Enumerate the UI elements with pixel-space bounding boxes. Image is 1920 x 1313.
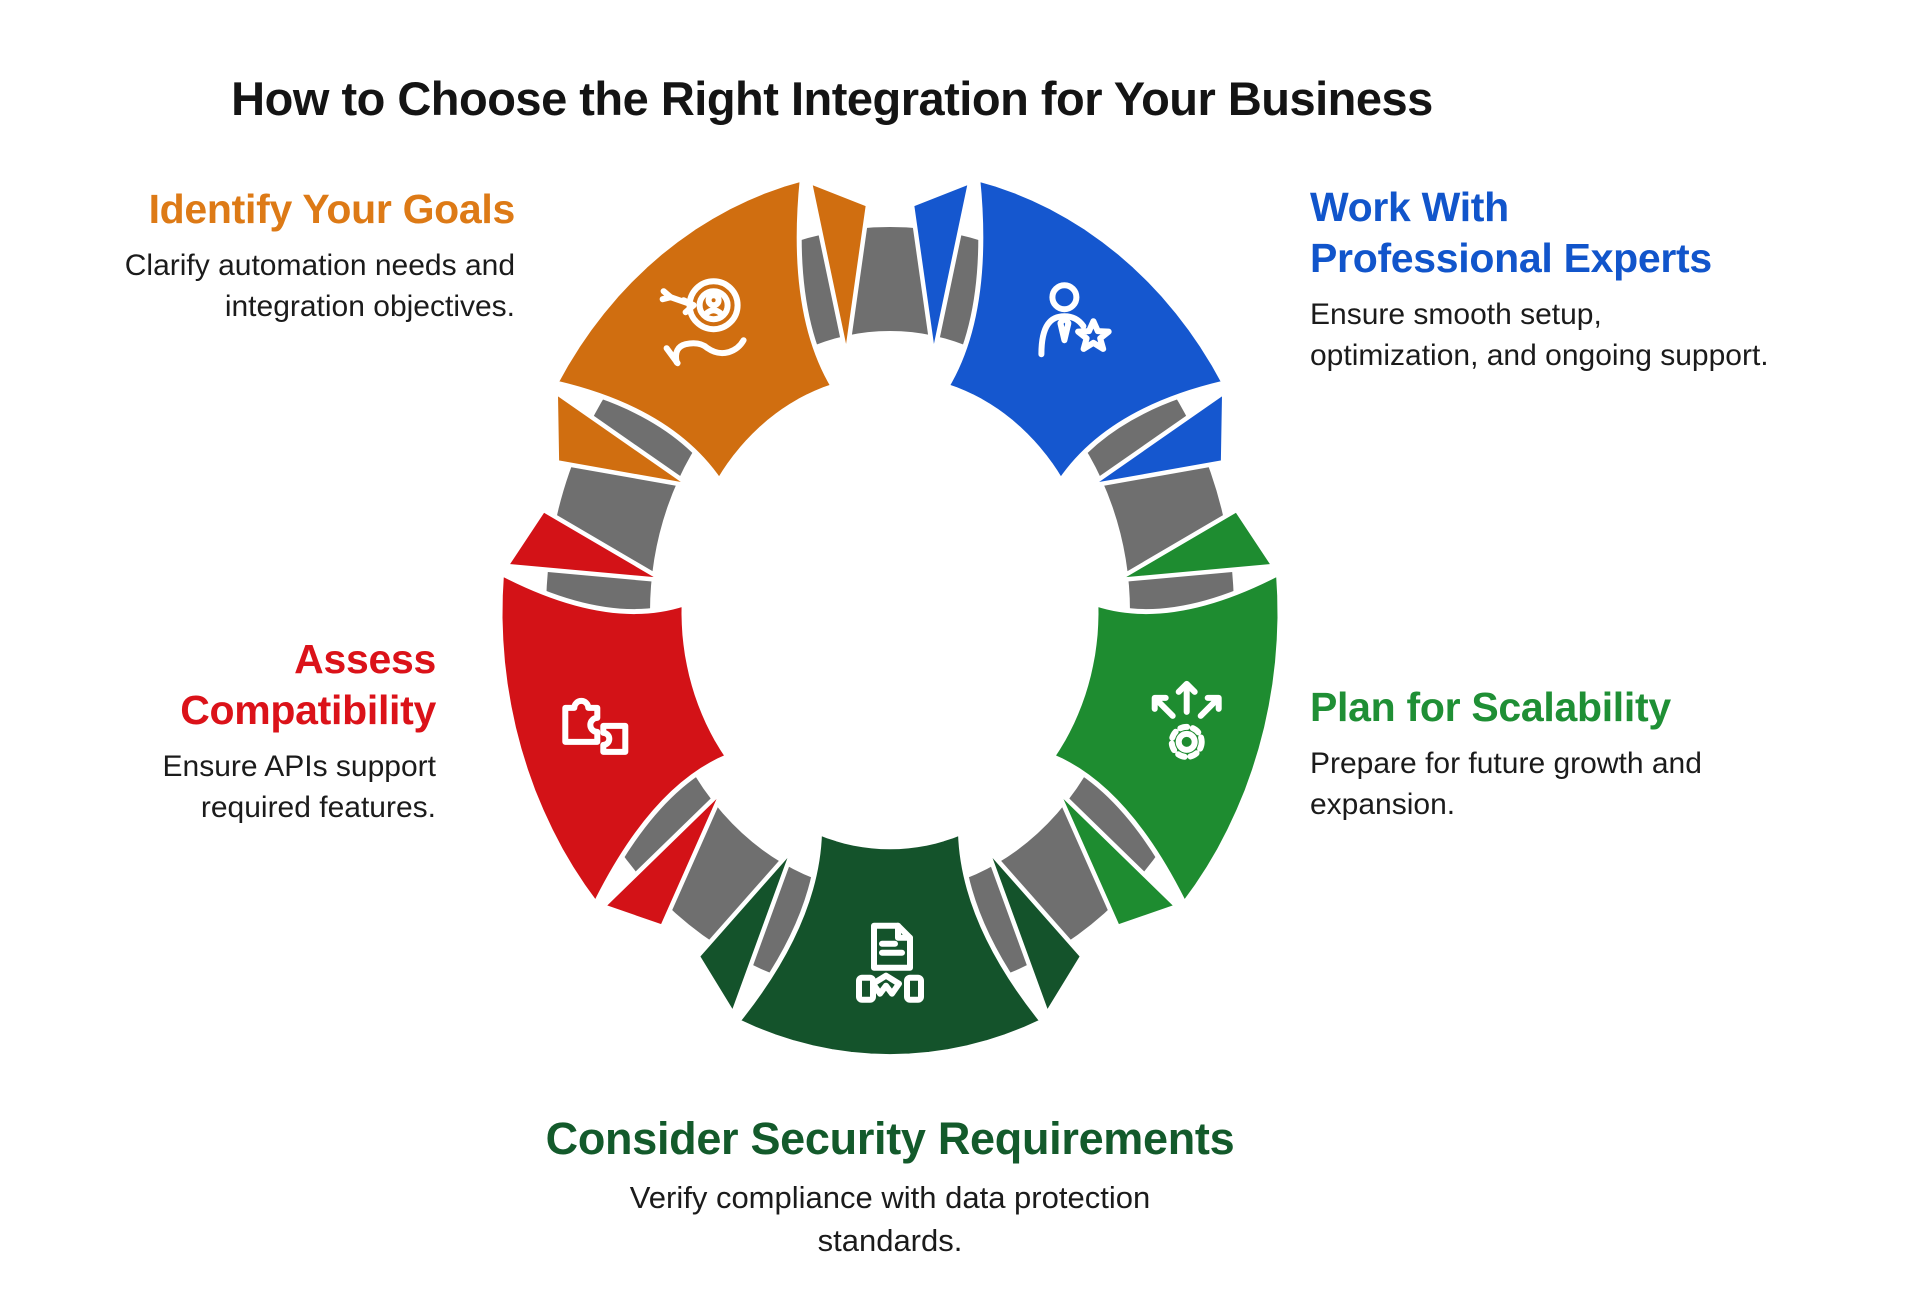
identify-goals-segment bbox=[553, 176, 871, 489]
step-plan-scalability-description: Prepare for future growth and expansion. bbox=[1310, 747, 1702, 821]
step-professional-experts: Work With Professional Experts Ensure sm… bbox=[1310, 182, 1870, 376]
consider-security-flap bbox=[695, 845, 796, 1017]
step-identify-goals-title: Identify Your Goals bbox=[148, 186, 516, 232]
plan-scalability-flap bbox=[1114, 507, 1277, 583]
consider-security-segment bbox=[695, 830, 1085, 1060]
step-plan-scalability: Plan for Scalability Prepare for future … bbox=[1310, 682, 1870, 825]
professional-experts-flap bbox=[1087, 389, 1227, 489]
plan-scalability-segment bbox=[1049, 507, 1283, 930]
identify-goals-wedge bbox=[553, 176, 836, 484]
page-title: How to Choose the Right Integration for … bbox=[231, 72, 1433, 126]
professional-experts-segment bbox=[909, 176, 1227, 489]
consider-security-flap bbox=[984, 845, 1085, 1017]
step-professional-experts-title: Work With Professional Experts bbox=[1310, 184, 1712, 281]
step-assess-compatibility-title: Assess Compatibility bbox=[180, 636, 436, 733]
step-consider-security-title: Consider Security Requirements bbox=[545, 1113, 1235, 1164]
plan-scalability-wedge bbox=[1049, 570, 1283, 907]
step-identify-goals: Identify Your Goals Clarify automation n… bbox=[0, 184, 516, 327]
assess-compatibility-flap bbox=[503, 507, 666, 583]
step-assess-compatibility-description: Ensure APIs support required features. bbox=[162, 750, 437, 824]
step-consider-security: Consider Security Requirements Verify co… bbox=[390, 1112, 1390, 1262]
step-assess-compatibility: Assess Compatibility Ensure APIs support… bbox=[0, 634, 437, 828]
assess-compatibility-flap bbox=[600, 787, 726, 930]
identify-goals-flap bbox=[807, 179, 871, 360]
step-identify-goals-description: Clarify automation needs and integration… bbox=[124, 249, 515, 323]
step-plan-scalability-title: Plan for Scalability bbox=[1310, 684, 1671, 730]
plan-scalability-flap bbox=[1054, 787, 1180, 930]
step-consider-security-description: Verify compliance with data protection s… bbox=[629, 1180, 1151, 1258]
professional-experts-flap bbox=[909, 179, 973, 360]
assess-compatibility-wedge bbox=[497, 570, 731, 907]
identify-goals-flap bbox=[553, 389, 693, 489]
step-professional-experts-description: Ensure smooth setup, optimization, and o… bbox=[1310, 298, 1769, 372]
assess-compatibility-segment bbox=[497, 507, 731, 930]
